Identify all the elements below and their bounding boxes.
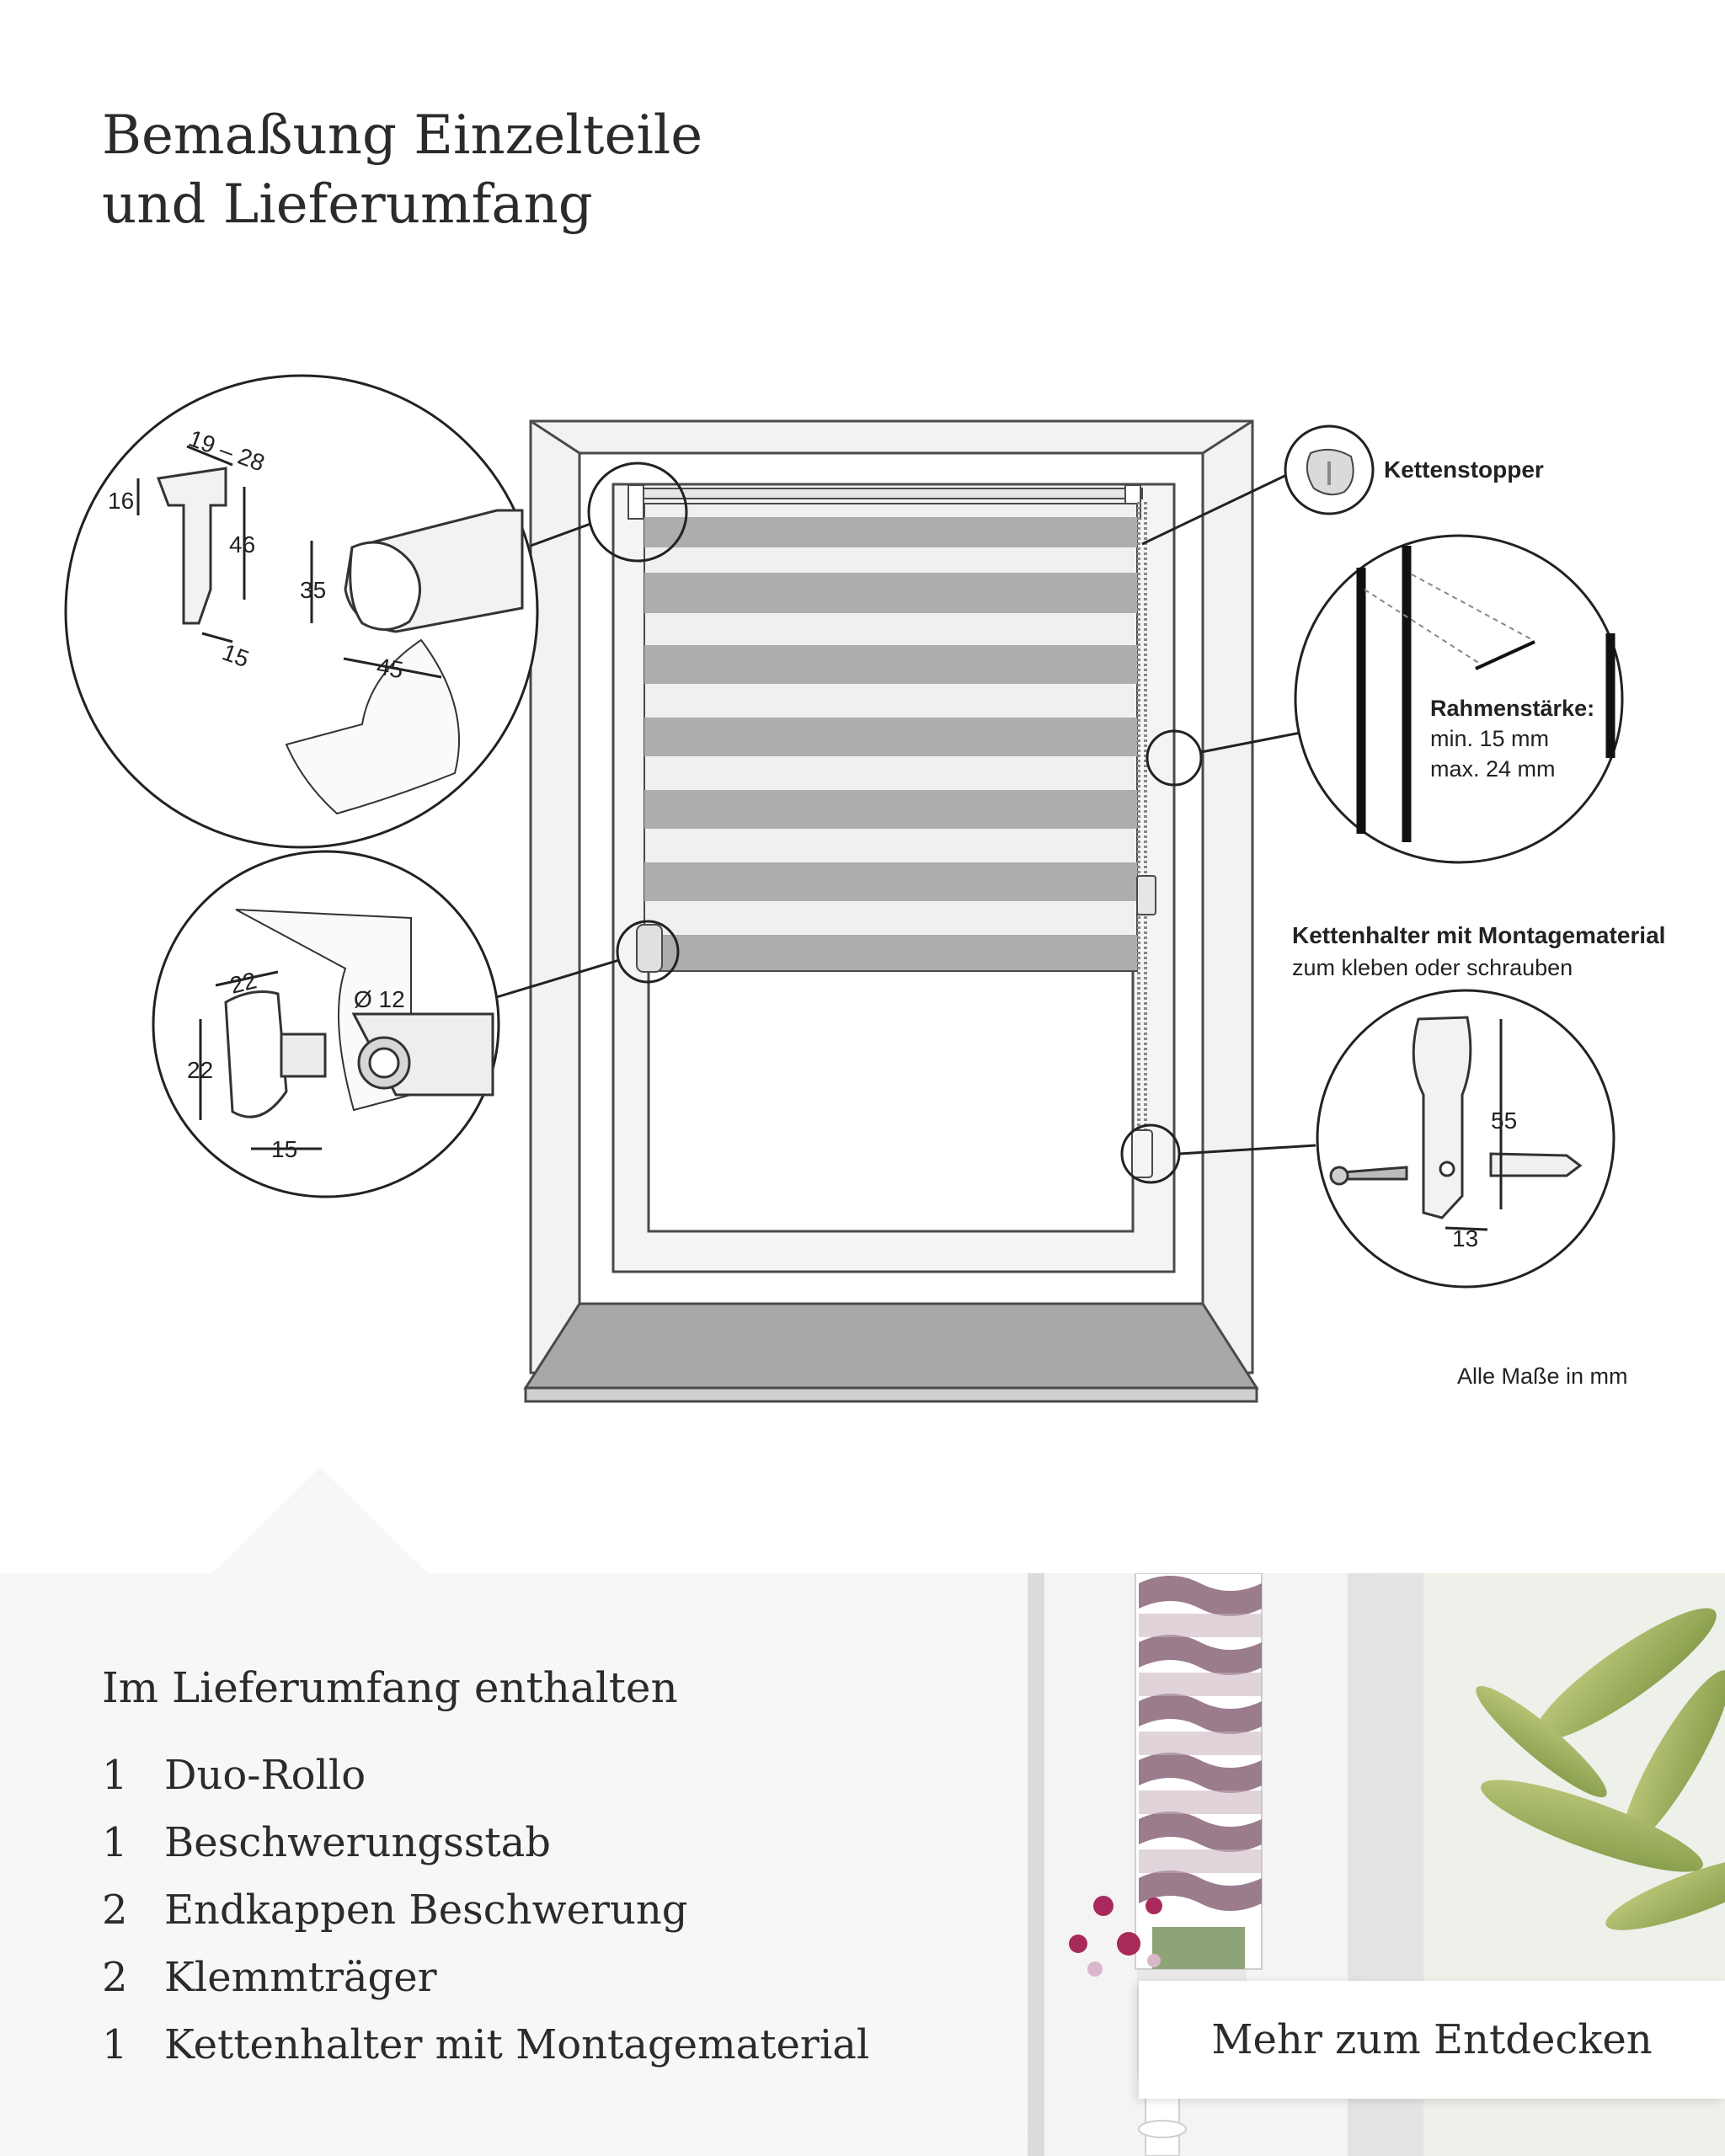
scope-heading: Im Lieferumfang enthalten bbox=[102, 1663, 678, 1712]
discover-more-button[interactable]: Mehr zum Entdecken bbox=[1139, 1981, 1725, 2099]
endcap-detail: 22 22 15 Ø 12 bbox=[152, 850, 500, 1198]
clamp-detail: 19 – 28 16 46 15 35 45 bbox=[64, 374, 539, 849]
scope-item-quantity: 1 bbox=[102, 2021, 128, 2068]
endcap-height: 22 bbox=[187, 1057, 213, 1083]
chain-holder-detail: Kettenhalter mit Montagematerial zum kle… bbox=[1292, 922, 1665, 1289]
chain-stopper-detail: Kettenstopper bbox=[1284, 424, 1544, 515]
page-title-line-2: und Lieferumfang bbox=[102, 173, 593, 236]
scope-item-name: Endkappen Beschwerung bbox=[164, 1886, 688, 1934]
clamp-height: 46 bbox=[229, 531, 255, 558]
scope-item-name: Klemmträger bbox=[164, 1954, 437, 2001]
scope-item: 1 Beschwerungsstab bbox=[102, 1819, 869, 1886]
frame-thickness-detail: Rahmenstärke: min. 15 mm max. 24 mm bbox=[1294, 534, 1624, 864]
chain-holder-height: 55 bbox=[1491, 1107, 1517, 1134]
chain-holder-title: Kettenhalter mit Montagematerial bbox=[1292, 922, 1665, 948]
scope-item-name: Beschwerungsstab bbox=[164, 1819, 551, 1866]
scope-item: 1 Kettenhalter mit Montagematerial bbox=[102, 2021, 869, 2089]
duo-blind bbox=[628, 484, 1156, 1178]
units-note: Alle Maße in mm bbox=[1457, 1364, 1628, 1389]
callout-leaders bbox=[490, 462, 1316, 1184]
cap-width: 45 bbox=[375, 653, 405, 683]
cap-height: 35 bbox=[300, 577, 326, 603]
frame-thickness-min: min. 15 mm bbox=[1430, 726, 1549, 751]
scope-item-quantity: 1 bbox=[102, 1752, 128, 1799]
scope-item: 2 Klemmträger bbox=[102, 1954, 869, 2021]
frame-thickness-max: max. 24 mm bbox=[1430, 756, 1556, 782]
rod-diameter: Ø 12 bbox=[354, 986, 405, 1012]
endcap-width: 22 bbox=[227, 967, 259, 999]
page-title-line-1: Bemaßung Einzelteile bbox=[102, 104, 703, 167]
scope-item-name: Kettenhalter mit Montagematerial bbox=[164, 2021, 870, 2068]
chain-holder-width: 13 bbox=[1452, 1225, 1478, 1251]
scope-item: 1 Duo-Rollo bbox=[102, 1752, 869, 1819]
frame-thickness-label: Rahmenstärke: bbox=[1430, 696, 1594, 721]
scope-item-quantity: 2 bbox=[102, 1954, 128, 2001]
clamp-depth: 16 bbox=[108, 488, 134, 514]
chain-holder-subtitle: zum kleben oder schrauben bbox=[1292, 955, 1573, 980]
endcap-depth: 15 bbox=[271, 1136, 297, 1162]
scope-item-quantity: 1 bbox=[102, 1819, 128, 1866]
page-title: Bemaßung Einzelteile und Lieferumfang bbox=[102, 101, 702, 239]
chain-stopper-label: Kettenstopper bbox=[1384, 456, 1544, 483]
scope-item: 2 Endkappen Beschwerung bbox=[102, 1886, 869, 1954]
product-dimension-diagram: 19 – 28 16 46 15 35 45 22 22 15 Ø 12 bbox=[64, 374, 1665, 1403]
panel-notch bbox=[211, 1467, 430, 1575]
scope-item-quantity: 2 bbox=[102, 1886, 128, 1934]
scope-item-name: Duo-Rollo bbox=[164, 1752, 366, 1799]
